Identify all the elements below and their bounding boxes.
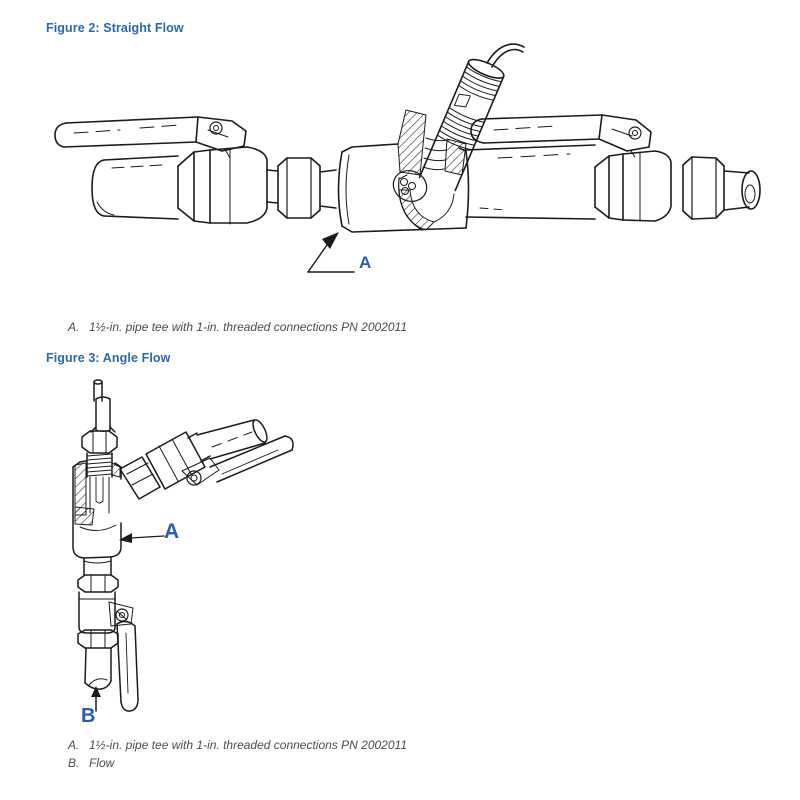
- figure-2-illustration: A: [50, 38, 765, 313]
- caption-text: 1½-in. pipe tee with 1-in. threaded conn…: [89, 738, 407, 752]
- figure-2-drawing: [54, 43, 761, 273]
- angle-tee-cutaway: [72, 460, 122, 559]
- figure-2-heading: Figure 2: Straight Flow: [46, 21, 184, 35]
- figure-3-callout-b-label: B: [81, 705, 96, 727]
- lower-ball-valve: [78, 591, 134, 634]
- figure-2-callout-a-label: A: [359, 253, 372, 272]
- right-valve-handle: [470, 114, 652, 158]
- right-middle-pipe: [465, 144, 596, 220]
- caption-key: B.: [68, 756, 80, 770]
- caption-text: Flow: [89, 756, 115, 770]
- branch-valve-handle: [181, 435, 294, 486]
- sensor-body: [418, 58, 505, 192]
- right-hex-nut: [682, 156, 725, 220]
- figure-3-illustration: A B: [60, 375, 300, 747]
- caption-key: A.: [68, 738, 80, 752]
- lower-neck-hex: [77, 557, 119, 593]
- branch-union-valve: [119, 431, 211, 500]
- left-ball-valve: [177, 146, 279, 225]
- right-ball-valve: [594, 150, 672, 222]
- figure-2-caption: A. 1½-in. pipe tee with 1-in. threaded co…: [68, 320, 407, 334]
- lower-valve-handle: [116, 620, 139, 712]
- callout-a-arrow: [119, 533, 165, 543]
- figure-3-heading: Figure 3: Angle Flow: [46, 351, 171, 365]
- left-inlet-pipe: [91, 155, 179, 220]
- sensor-stem: [90, 379, 116, 433]
- bottom-hex-pipe: [77, 629, 119, 690]
- sensor-cable: [486, 43, 525, 68]
- left-valve-handle: [54, 116, 247, 159]
- figure-3-callout-a-label: A: [164, 520, 180, 543]
- figure-3-caption-b: B. Flow: [68, 756, 114, 770]
- caption-key: A.: [68, 320, 80, 334]
- pipe-tee: [337, 143, 470, 233]
- caption-text: 1½-in. pipe tee with 1-in. threaded conn…: [89, 320, 407, 334]
- callout-b-flow-arrow: [91, 686, 101, 712]
- union-hex-nut: [277, 157, 337, 219]
- right-outlet-pipe: [723, 170, 761, 211]
- figure-3-caption-a: A. 1½-in. pipe tee with 1-in. threaded co…: [68, 738, 407, 752]
- branch-pipe: [196, 419, 268, 460]
- figure-3-drawing: [72, 379, 294, 712]
- callout-a-arrow: [307, 232, 355, 273]
- tee-cutaway-section: [392, 109, 467, 231]
